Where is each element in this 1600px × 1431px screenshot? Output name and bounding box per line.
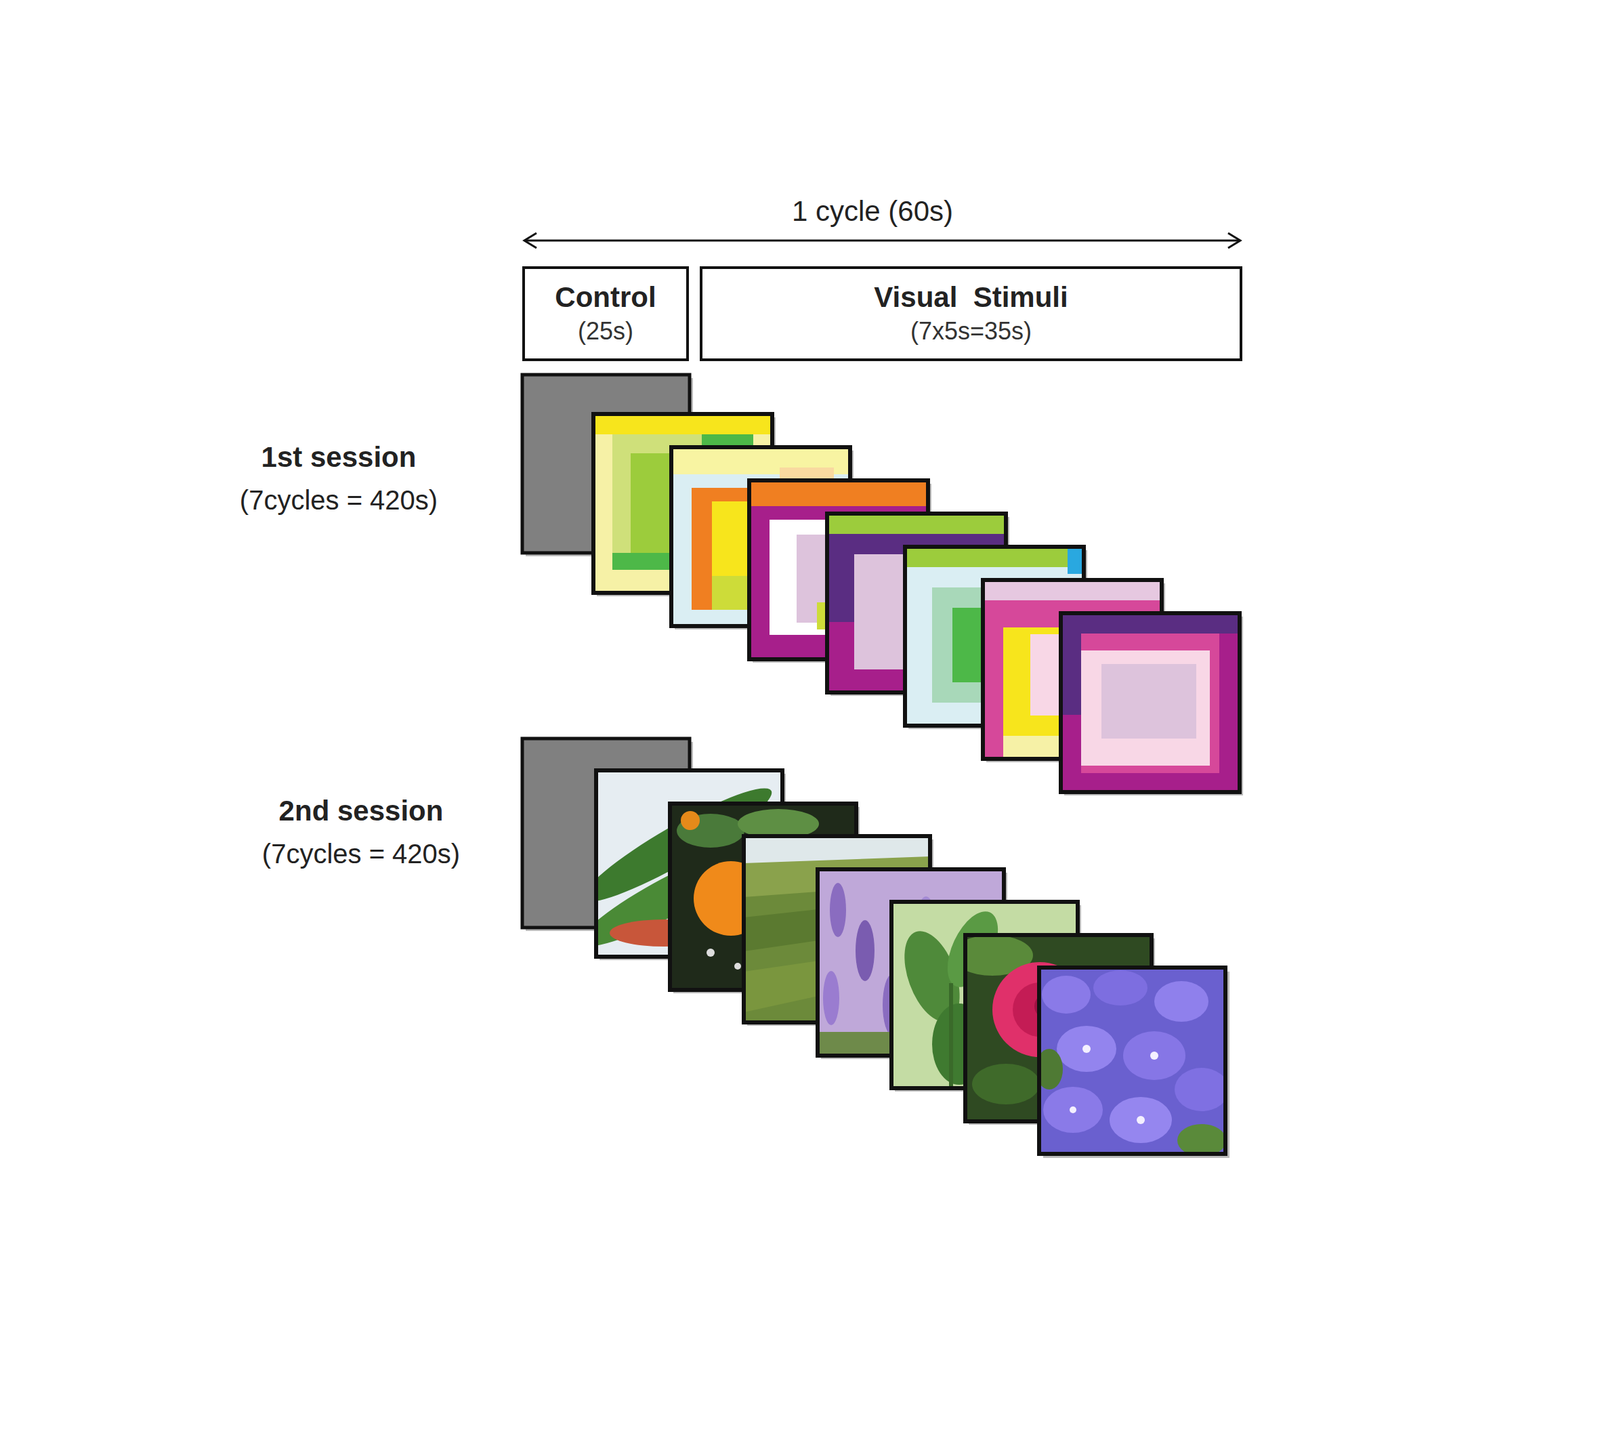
cycle-label: 1 cycle (60s) [791,195,954,228]
abstract-stimuli [522,374,1244,796]
phase-duration: (25s) [577,315,634,348]
cycle-arrow [524,233,1241,248]
session-duration: (7cycles = 420s) [262,838,460,870]
session-label: 1st session [261,440,417,474]
phase-box: Visual Stimuli(7x5s=35s) [699,266,1243,362]
phase-duration: (7x5s=35s) [910,315,1032,348]
session-duration: (7cycles = 420s) [239,485,438,516]
session-label: 2nd session [279,794,444,828]
phase-title: Visual Stimuli [873,279,1068,316]
phase-box: Control(25s) [522,266,689,362]
photo-stimuli [522,738,1230,1158]
phase-title: Control [554,279,656,316]
